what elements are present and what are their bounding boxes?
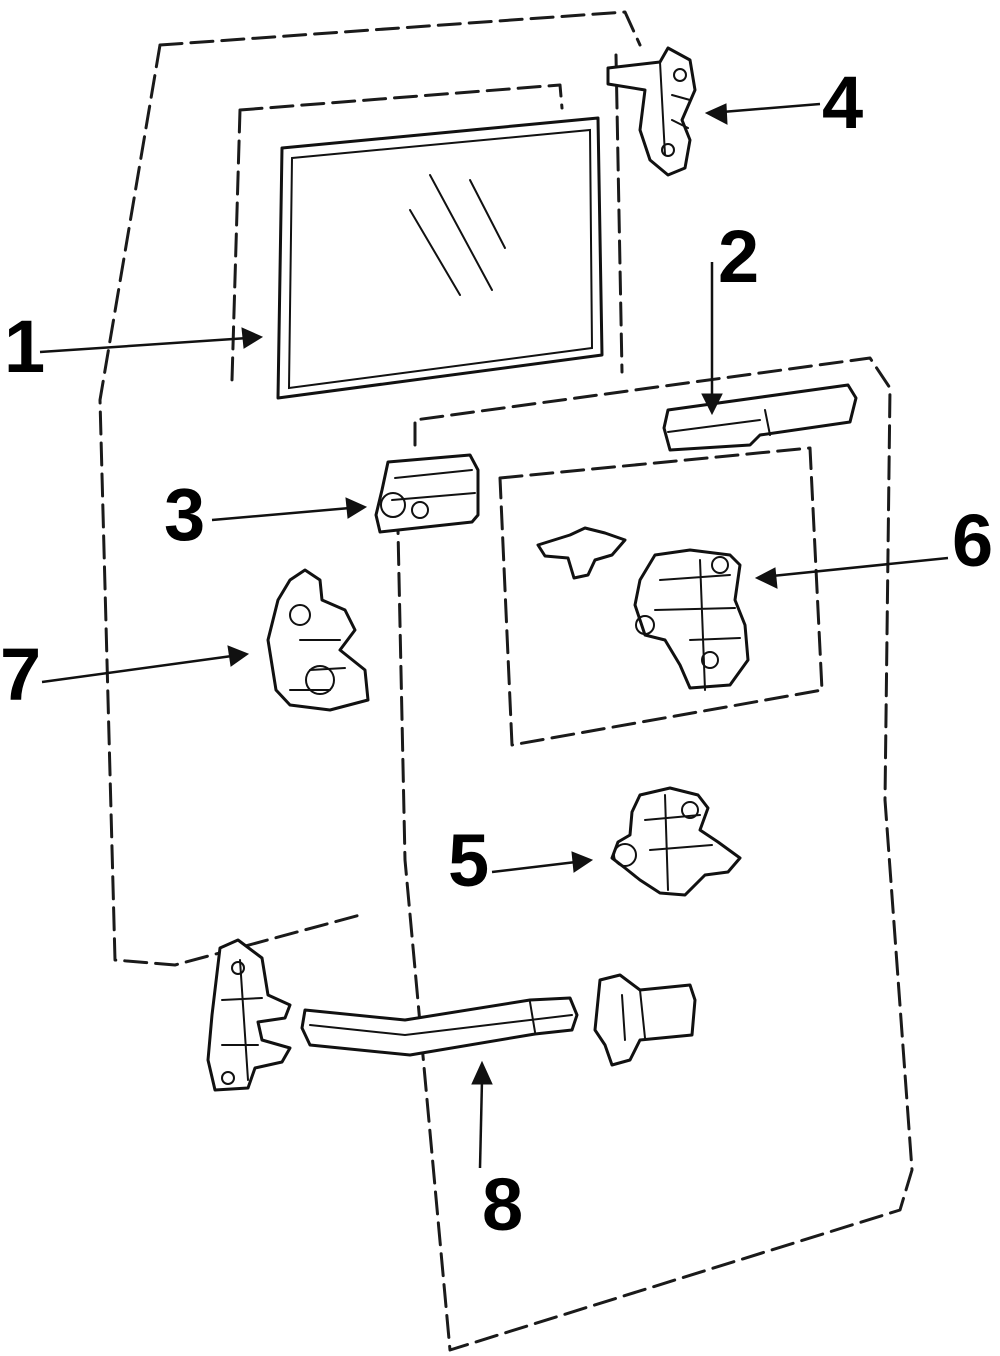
leader-line-1 xyxy=(39,327,264,354)
handle-bracket xyxy=(593,973,697,1067)
callout-5: 5 xyxy=(448,819,489,902)
leader-line-5 xyxy=(491,851,594,874)
callout-3: 3 xyxy=(164,473,205,556)
inner-door-panel xyxy=(396,356,914,1352)
lower-hinge xyxy=(206,938,292,1092)
leader-line-3 xyxy=(211,497,368,522)
access-opening xyxy=(498,446,824,747)
callout-1: 1 xyxy=(4,305,45,388)
callout-7: 7 xyxy=(0,633,41,716)
outside-handle xyxy=(662,383,858,452)
leader-line-8 xyxy=(471,1060,493,1169)
door-glass xyxy=(276,116,604,400)
leader-line-2 xyxy=(701,262,723,416)
callout-4: 4 xyxy=(822,61,863,144)
inside-handle-rod xyxy=(300,996,579,1057)
leader-line-6 xyxy=(754,556,949,589)
callout-6: 6 xyxy=(952,499,993,582)
door-latch-assembly xyxy=(536,526,750,691)
leader-line-4 xyxy=(704,102,821,125)
window-frame-outline xyxy=(230,53,624,382)
inside-remote-bracket xyxy=(266,568,370,712)
callout-2: 2 xyxy=(718,215,759,298)
upper-hinge xyxy=(606,46,697,177)
lock-cylinder xyxy=(374,453,480,534)
lower-latch xyxy=(610,786,742,897)
leader-line-7 xyxy=(41,645,250,684)
callout-8: 8 xyxy=(482,1163,523,1246)
